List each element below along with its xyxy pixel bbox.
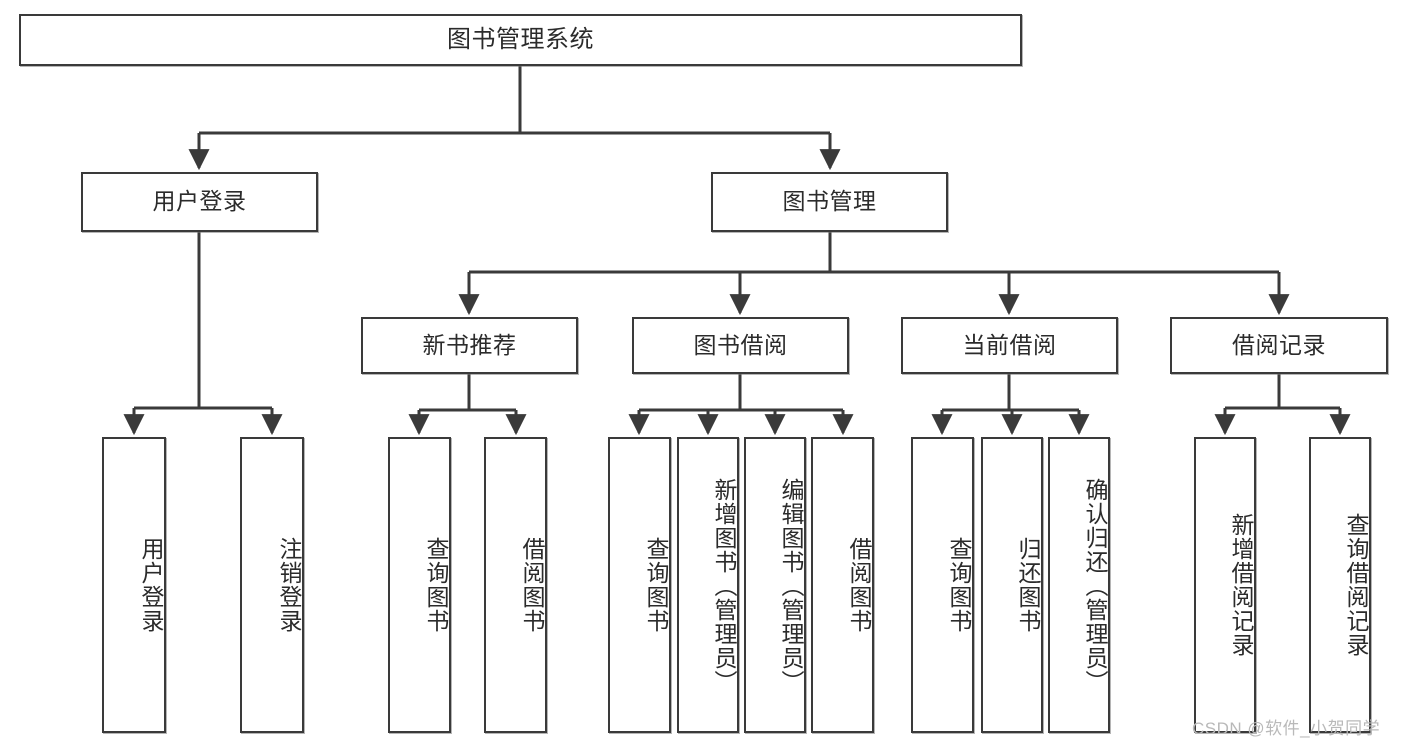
leaf-return-book[interactable]: 归还图书 — [981, 437, 1043, 733]
node-new-book-recommend[interactable]: 新书推荐 — [361, 317, 578, 374]
node-root[interactable]: 图书管理系统 — [19, 14, 1022, 66]
leaf-user-login[interactable]: 用户登录 — [102, 437, 166, 733]
node-borrow-record[interactable]: 借阅记录 — [1170, 317, 1388, 374]
leaf-query-book-borrow[interactable]: 查询图书 — [608, 437, 671, 733]
leaf-borrow-book-recommend[interactable]: 借阅图书 — [484, 437, 547, 733]
leaf-query-borrow-record[interactable]: 查询借阅记录 — [1309, 437, 1371, 733]
leaf-query-book-recommend[interactable]: 查询图书 — [388, 437, 451, 733]
leaf-borrow-book[interactable]: 借阅图书 — [811, 437, 874, 733]
leaf-add-book-admin[interactable]: 新增图书（管理员） — [677, 437, 739, 733]
leaf-logout-login[interactable]: 注销登录 — [240, 437, 304, 733]
leaf-add-borrow-record[interactable]: 新增借阅记录 — [1194, 437, 1256, 733]
node-book-borrow[interactable]: 图书借阅 — [632, 317, 849, 374]
node-book-manage[interactable]: 图书管理 — [711, 172, 948, 232]
node-user-login[interactable]: 用户登录 — [81, 172, 318, 232]
leaf-edit-book-admin[interactable]: 编辑图书（管理员） — [744, 437, 806, 733]
node-current-borrow[interactable]: 当前借阅 — [901, 317, 1118, 374]
leaf-query-book-current[interactable]: 查询图书 — [911, 437, 974, 733]
leaf-confirm-return-admin[interactable]: 确认归还（管理员） — [1048, 437, 1110, 733]
